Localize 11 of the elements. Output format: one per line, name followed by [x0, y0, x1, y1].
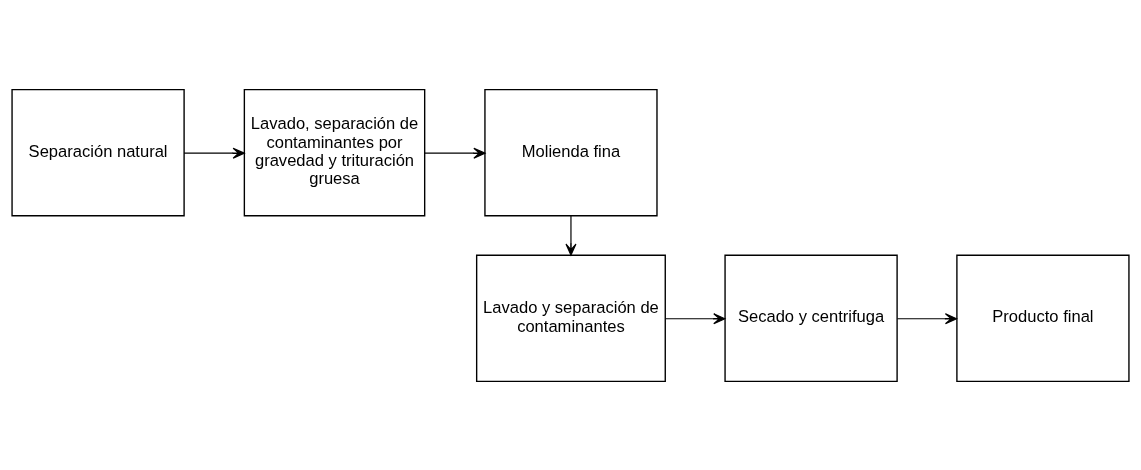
arrow [664, 312, 726, 324]
node-box: Producto final [956, 254, 1130, 382]
node-box: Lavado y separación de contaminantes [475, 254, 666, 382]
node-box: Lavado, separación de contaminantes por gravedad y trituración gruesa [243, 88, 426, 216]
arrow [183, 147, 245, 159]
arrow [896, 312, 958, 324]
node-box: Secado y centrifuga [724, 254, 898, 382]
arrow [424, 147, 486, 159]
node-box: Molienda fina [484, 88, 658, 216]
node-box: Separación natural [11, 88, 185, 216]
arrow [565, 214, 577, 256]
